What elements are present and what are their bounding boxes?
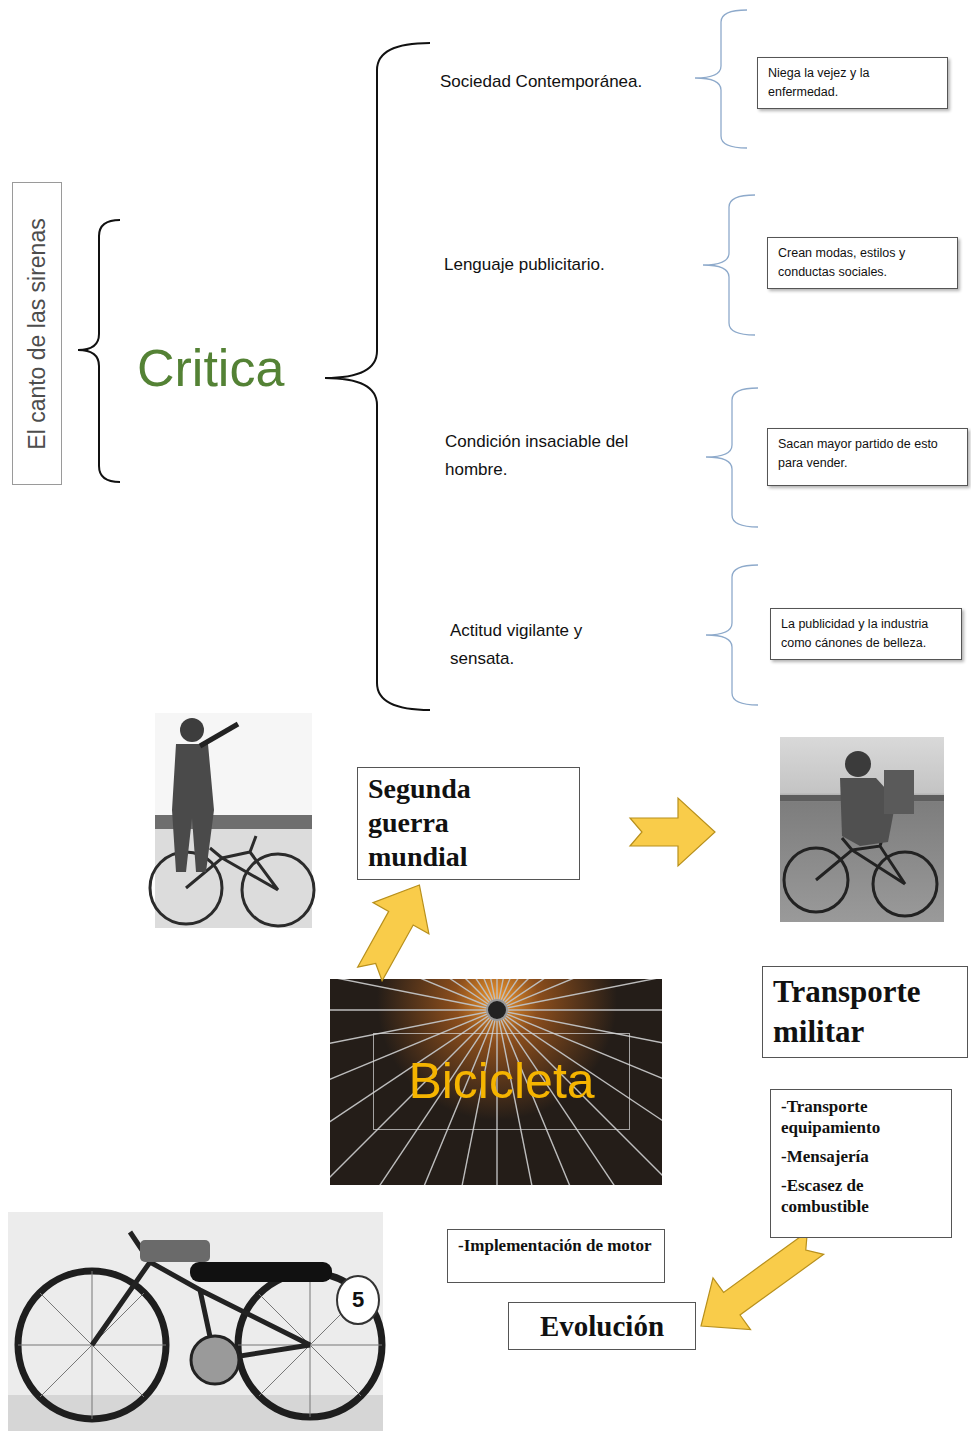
wheel-spoke	[497, 1009, 662, 1010]
topic-text: Sociedad Contemporánea.	[440, 68, 680, 96]
soldier-photo-part	[200, 724, 238, 746]
topic-text: Actitud vigilante y sensata.	[450, 617, 640, 673]
topic-text: Lenguaje publicitario.	[444, 251, 684, 279]
node-text: Bicicleta	[373, 1033, 630, 1130]
wheel-spoke	[330, 1009, 497, 1010]
wheel-photo-part	[330, 979, 662, 1185]
photo-title-box: Bicicleta	[330, 979, 662, 1185]
note-box: Niega la vejez y la enfermedad.	[757, 57, 948, 109]
central-word: Critica	[137, 338, 337, 398]
bracket-part	[325, 43, 430, 710]
moped-photo-part	[140, 1240, 210, 1262]
note-box: La publicidad y la industria como cánone…	[770, 608, 962, 660]
cyclist-photo	[780, 737, 944, 922]
moped-photo	[8, 1212, 383, 1431]
node-text: El canto de las sirenas	[24, 218, 51, 449]
topic-text: Condición insaciable del hombre.	[445, 428, 665, 484]
bracket-part	[706, 388, 758, 527]
wheel-photo-part	[487, 1000, 507, 1020]
cyclist-photo-part	[845, 751, 871, 777]
node-text: -Escasez de combustible	[781, 1175, 941, 1217]
moped-photo-part	[190, 1262, 332, 1282]
soldier-photo-part	[180, 718, 204, 742]
cyclist-photo-part	[780, 737, 944, 922]
topic-box: -Implementación de motor	[447, 1229, 665, 1283]
node-text: Segunda guerra mundial	[368, 772, 528, 874]
note-box: Sacan mayor partido de esto para vender.	[767, 428, 968, 486]
block-arrow	[701, 1232, 824, 1330]
soldier-photo-part	[155, 713, 312, 928]
soldier-photo-part	[172, 744, 214, 872]
topic-box: Evolución	[508, 1302, 696, 1350]
bracket-part	[78, 220, 120, 482]
node-text: Niega la vejez y la enfermedad.	[768, 64, 937, 102]
node-text: Crean modas, estilos y conductas sociale…	[778, 244, 947, 282]
block-arrow	[630, 798, 715, 866]
wheel-spoke	[367, 979, 497, 1010]
list-box: -Transporte equipamiento -Mensajería -Esca…	[770, 1089, 952, 1238]
block-arrow	[358, 885, 429, 981]
wheel-spoke	[330, 979, 497, 1010]
plate-number: 5	[338, 1287, 378, 1313]
node-text: -Mensajería	[781, 1146, 941, 1167]
moped-photo-part	[8, 1212, 383, 1431]
topic-box: Transporte militar	[762, 966, 968, 1058]
bracket	[78, 43, 430, 710]
wheel-spoke	[330, 979, 497, 1010]
soldier-photo	[150, 713, 314, 928]
bracket-part	[695, 10, 747, 148]
wheel-spoke	[330, 979, 497, 1010]
cyclist-photo-part	[884, 770, 914, 814]
note-box: Crean modas, estilos y conductas sociale…	[767, 237, 958, 289]
wheel-spoke	[330, 979, 497, 1010]
node-text: Evolución	[519, 1308, 685, 1344]
node-text: -Transporte equipamiento	[781, 1096, 941, 1138]
node-text: -Implementación de motor	[458, 1235, 654, 1256]
bracket-part	[706, 565, 758, 705]
wheel-photo	[330, 979, 662, 1185]
bracket-part	[703, 195, 755, 335]
node-text: Transporte militar	[773, 972, 957, 1052]
wheel-spoke	[330, 979, 497, 1010]
moped-photo-part	[337, 1276, 379, 1324]
node-text: Sacan mayor partido de esto para vender.	[778, 435, 957, 473]
bracket	[695, 10, 758, 705]
wheel-spoke	[497, 979, 662, 1010]
topic-box: Segunda guerra mundial	[357, 767, 580, 880]
title-box: El canto de las sirenas	[12, 182, 62, 485]
moped-photo-part	[191, 1336, 239, 1384]
node-text: La publicidad y la industria como cánone…	[781, 615, 951, 653]
